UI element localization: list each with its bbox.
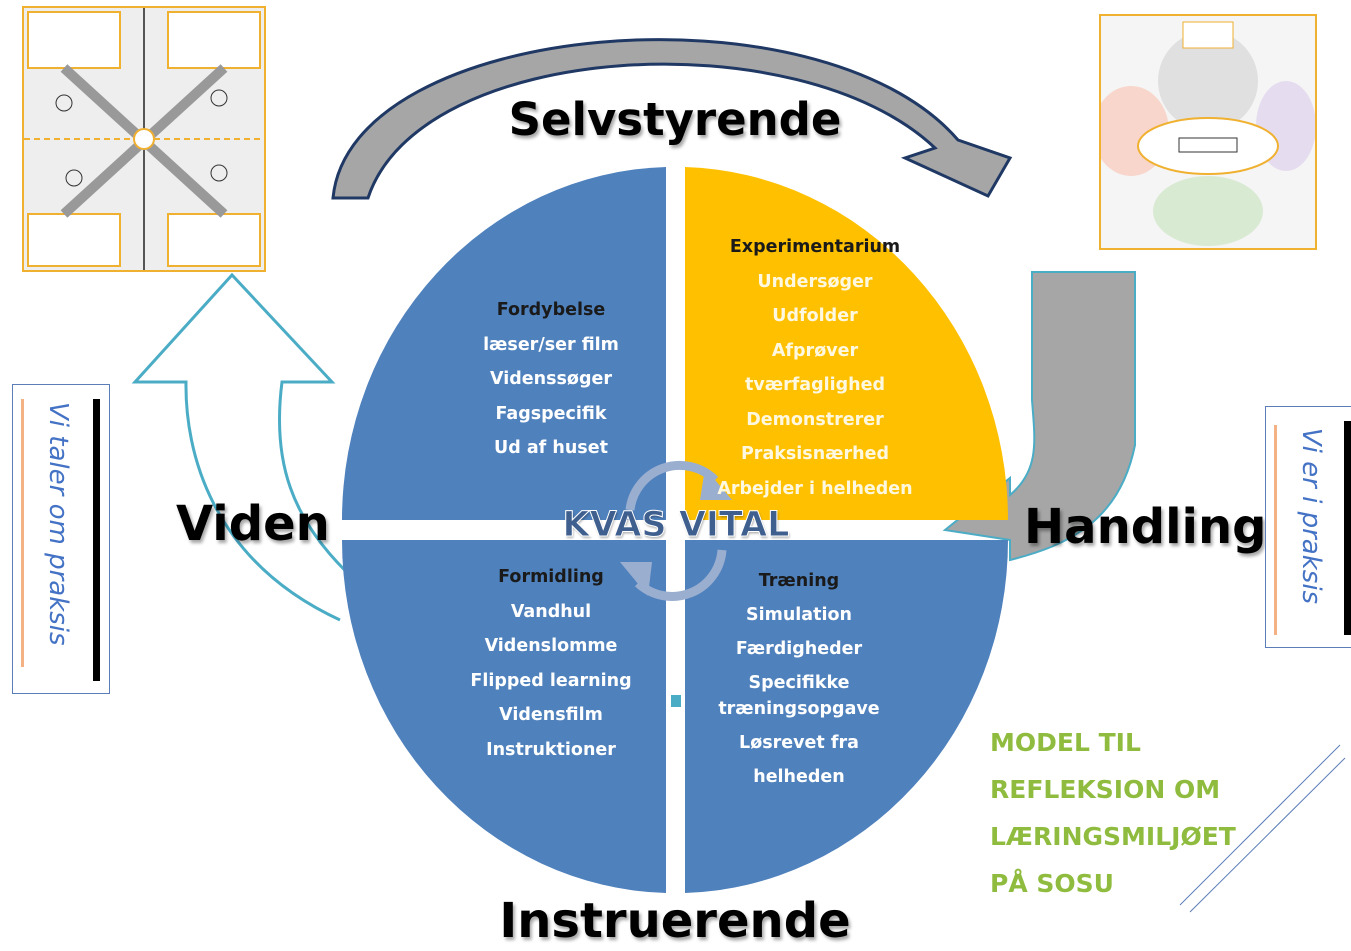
quadrant-item: Vidensfilm (499, 705, 603, 725)
quadrant-item: Simulation (746, 605, 852, 625)
quadrant-bottom-left-text: Formidling Vandhul Videnslomme Flipped l… (440, 560, 662, 767)
quadrant-heading: Experimentarium (729, 237, 901, 257)
thumbnail-left-drawing (24, 8, 264, 270)
quadrant-item: Flipped learning (470, 670, 632, 691)
quadrant-top-right (685, 167, 1009, 520)
quadrant-item: Løsrevet fra helheden (739, 733, 859, 787)
quadrant-heading: Træning (758, 571, 840, 591)
quadrant-heading: Formidling (498, 567, 604, 587)
black-bar-left (93, 399, 100, 681)
axis-label-top: Selvstyrende (508, 93, 842, 146)
cycle-arrow-bottom (634, 549, 727, 601)
quadrant-item: Fagspecifik (495, 403, 607, 424)
model-caption-line: MODEL TIL (990, 728, 1141, 757)
quadrant-item: Vandhul (510, 601, 592, 622)
quadrant-item: Undersøger (757, 271, 873, 292)
side-text-right: Vi er i praksis (1296, 427, 1326, 605)
quadrant-top-left (341, 167, 666, 520)
model-caption-line: LÆRINGSMILJØET (990, 822, 1236, 851)
axis-label-bottom: Instruerende (499, 893, 851, 949)
thumbnail-right-drawing (1101, 16, 1315, 248)
quadrant-item: Instruktioner (486, 739, 616, 760)
quadrant-top-left-text: Fordybelse læser/ser film Videnssøger Fa… (440, 293, 662, 466)
axis-label-right: Handling (1024, 499, 1267, 555)
quadrant-item: Arbejder i helheden (717, 478, 913, 499)
quadrant-item: Ud af huset (494, 438, 608, 458)
top-curved-arrow (331, 38, 1013, 200)
deco-line-1 (1179, 744, 1341, 906)
quadrant-item: Demonstrerer (746, 409, 884, 430)
cycle-arrowhead-top (700, 468, 732, 500)
side-box-left: Vi taler om praksis (12, 384, 110, 694)
side-box-right: Vi er i praksis (1265, 406, 1351, 648)
right-gray-arrow (942, 271, 1136, 562)
quadrant-item: Videnslomme (484, 636, 618, 656)
center-label: KVAS VITAL (562, 505, 790, 546)
quadrant-item: Praksisnærhed (740, 444, 889, 464)
quadrant-item: Færdigheder (735, 639, 863, 659)
thumbnail-right-model (1099, 14, 1317, 250)
quadrant-item: Specifikke træningsopgave (718, 673, 880, 719)
small-marker (671, 695, 681, 707)
quadrant-item: læser/ser film (483, 334, 619, 355)
quadrant-heading: Fordybelse (496, 300, 606, 320)
cycle-arrowhead-bottom (620, 562, 652, 596)
thumbnail-left-model (22, 6, 266, 272)
axis-label-left: Viden (176, 496, 330, 552)
model-caption: MODEL TIL REFLEKSION OM LÆRINGSMILJØET P… (990, 719, 1250, 907)
quadrant-bottom-right-text: Træning Simulation Færdigheder Specifikk… (700, 564, 898, 794)
deco-line-2 (1189, 757, 1346, 913)
black-bar-right (1344, 421, 1351, 635)
quadrant-bottom-left (341, 540, 666, 893)
quadrant-item: Videnssøger (490, 369, 612, 389)
quadrant-top-right-text: Experimentarium Undersøger Udfolder Afpr… (700, 230, 930, 506)
left-outline-arrow (131, 272, 357, 622)
quadrant-bottom-right (685, 540, 1009, 893)
orange-line-right (1274, 425, 1277, 635)
side-text-left: Vi taler om praksis (43, 402, 73, 646)
orange-line-left (21, 399, 24, 667)
quadrant-item: Udfolder (772, 306, 858, 326)
cycle-arrow-top (625, 460, 719, 511)
model-caption-line: REFLEKSION OM (990, 775, 1221, 804)
model-caption-line: PÅ SOSU (990, 869, 1114, 898)
quadrant-item: Afprøver tværfaglighed (744, 340, 886, 396)
